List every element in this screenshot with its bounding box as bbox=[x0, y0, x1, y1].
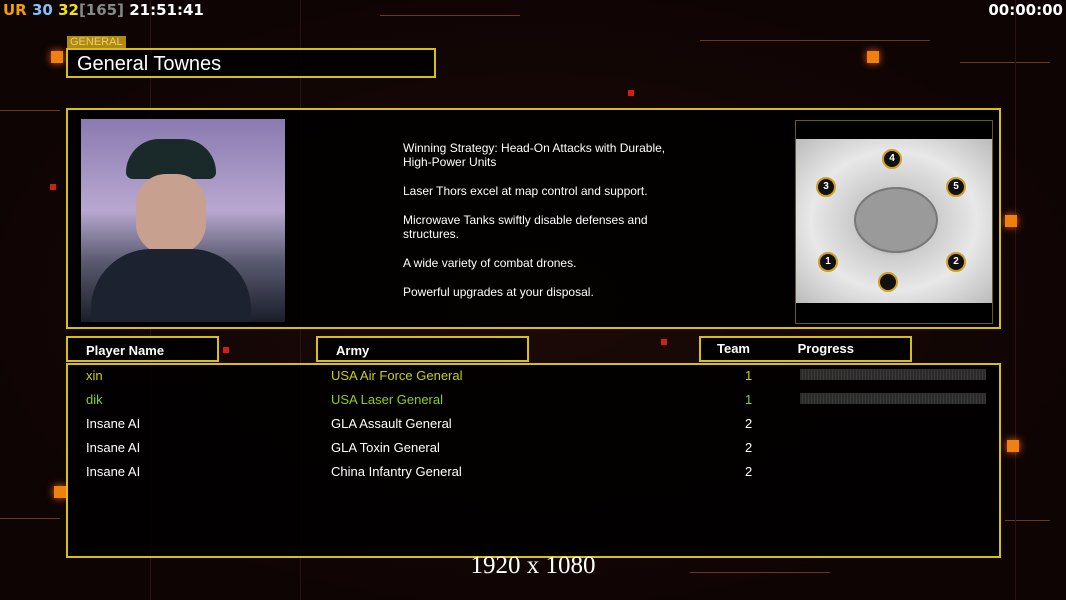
player-name: Insane AI bbox=[86, 416, 141, 431]
map-slot-empty[interactable] bbox=[878, 272, 898, 292]
player-army: GLA Assault General bbox=[331, 416, 452, 431]
map-slot[interactable]: 1 bbox=[818, 252, 838, 272]
game-timer: 00:00:00 bbox=[988, 1, 1063, 19]
player-name: Insane AI bbox=[86, 464, 141, 479]
general-tag: GENERAL bbox=[67, 36, 126, 48]
general-name: General Townes bbox=[66, 48, 436, 78]
player-team: 1 bbox=[745, 368, 753, 383]
player-army: GLA Toxin General bbox=[331, 440, 440, 455]
header-team[interactable]: Team bbox=[717, 341, 750, 356]
player-army: China Infantry General bbox=[331, 464, 462, 479]
hud-time: 21:51:41 bbox=[129, 1, 204, 19]
hud-a: 30 bbox=[31, 1, 53, 19]
hud-c: [165] bbox=[78, 1, 124, 19]
desc-line: Powerful upgrades at your disposal. bbox=[403, 285, 594, 299]
general-info-panel: Winning Strategy: Head-On Attacks with D… bbox=[66, 108, 1001, 329]
player-name: Insane AI bbox=[86, 440, 141, 455]
player-row[interactable]: dik USA Laser General 1 bbox=[68, 389, 999, 413]
header-player-name[interactable]: Player Name bbox=[66, 336, 219, 362]
player-name: xin bbox=[86, 368, 103, 383]
player-army: USA Air Force General bbox=[331, 368, 463, 383]
map-slot[interactable]: 2 bbox=[946, 252, 966, 272]
general-description: Winning Strategy: Head-On Attacks with D… bbox=[403, 141, 703, 314]
player-team: 2 bbox=[745, 416, 753, 431]
player-name: dik bbox=[86, 392, 103, 407]
general-portrait bbox=[81, 119, 285, 322]
hud-b: 32 bbox=[58, 1, 79, 19]
player-army: USA Laser General bbox=[331, 392, 444, 407]
desc-line: Microwave Tanks swiftly disable defenses… bbox=[403, 213, 648, 241]
map-preview[interactable]: 4 3 5 1 2 bbox=[795, 120, 993, 324]
map-slot[interactable]: 5 bbox=[946, 177, 966, 197]
player-row[interactable]: Insane AI GLA Toxin General 2 bbox=[68, 437, 999, 461]
desc-line: Laser Thors excel at map control and sup… bbox=[403, 184, 648, 198]
map-slot[interactable]: 3 bbox=[816, 177, 836, 197]
map-slot[interactable]: 4 bbox=[882, 149, 902, 169]
header-team-progress[interactable]: Team Progress bbox=[699, 336, 912, 362]
player-team: 2 bbox=[745, 440, 753, 455]
player-row[interactable]: Insane AI China Infantry General 2 bbox=[68, 461, 999, 485]
player-row[interactable]: Insane AI GLA Assault General 2 bbox=[68, 413, 999, 437]
player-row[interactable]: xin USA Air Force General 1 bbox=[68, 365, 999, 389]
hud-ur: UR bbox=[3, 1, 27, 19]
header-progress[interactable]: Progress bbox=[797, 341, 854, 356]
desc-line: Winning Strategy: Head-On Attacks with D… bbox=[403, 141, 666, 169]
header-army[interactable]: Army bbox=[316, 336, 529, 362]
player-team: 1 bbox=[745, 392, 753, 407]
desc-line: A wide variety of combat drones. bbox=[403, 256, 577, 270]
resolution-label: 1920 x 1080 bbox=[470, 552, 596, 579]
progress-bar bbox=[800, 393, 986, 404]
hud-stats: UR 30 32[165] 21:51:41 bbox=[3, 1, 204, 19]
deco-square bbox=[51, 51, 63, 63]
progress-bar bbox=[800, 369, 986, 380]
player-team: 2 bbox=[745, 464, 753, 479]
